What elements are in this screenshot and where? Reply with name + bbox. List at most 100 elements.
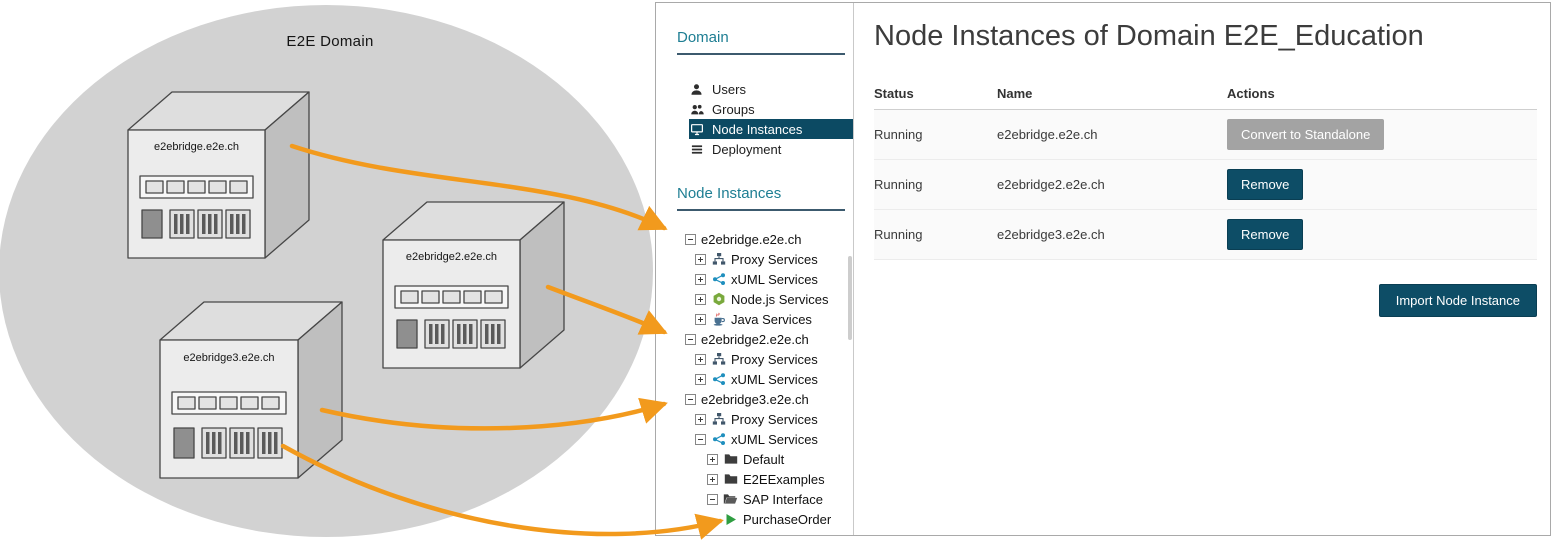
tree-node-label[interactable]: xUML Services [731,431,818,447]
tree-node-label[interactable]: PurchaseOrder [743,511,832,527]
folder-icon [723,452,738,466]
sidebar-item-deployment[interactable]: Deployment [689,139,853,159]
name-cell: e2ebridge2.e2e.ch [997,177,1105,192]
actions-cell: Remove [1227,219,1537,250]
play-icon [723,512,738,526]
tree-node-label[interactable]: SAP Interface [743,491,823,507]
status-cell: Running [874,227,923,242]
sidebar-item-label: Deployment [712,141,782,157]
collapse-toggle-icon[interactable] [695,433,706,445]
tree-item-nodejs-services[interactable]: Node.js Services [656,289,853,309]
tree-item-xuml-services[interactable]: xUML Services [656,369,853,389]
name-cell: e2ebridge.e2e.ch [997,127,1098,142]
actions-cell: Remove [1227,169,1537,200]
expand-toggle-icon[interactable] [695,313,706,325]
server-box-2 [382,201,565,369]
tree-node-e2ebridge[interactable]: e2ebridge.e2e.ch [656,229,853,249]
tree-node-label[interactable]: Node.js Services [731,291,829,307]
page-title: Node Instances of Domain E2E_Education [874,20,1424,52]
tree-item-proxy-services[interactable]: Proxy Services [656,349,853,369]
column-header-name: Name [997,85,1033,101]
xuml-services-icon [711,432,726,446]
sidebar-item-label: Node Instances [712,121,803,137]
status-cell: Running [874,127,923,142]
table-row: Running e2ebridge3.e2e.ch Remove [874,210,1537,260]
tree-node-e2ebridge2[interactable]: e2ebridge2.e2e.ch [656,329,853,349]
collapse-toggle-icon[interactable] [685,233,696,245]
tree-folder-e2eexamples[interactable]: E2EExamples [656,469,853,489]
server-box-3 [159,301,343,479]
expand-toggle-icon[interactable] [707,473,718,485]
nodejs-services-icon [711,292,726,306]
node-instances-tree: e2ebridge.e2e.ch Proxy Services xUML Ser… [656,229,853,529]
remove-button[interactable]: Remove [1227,219,1304,250]
domain-diagram-title: E2E Domain [286,33,374,50]
tree-folder-default[interactable]: Default [656,449,853,469]
tree-item-java-services[interactable]: Java Services [656,309,853,329]
expand-toggle-icon[interactable] [695,353,706,365]
import-button-row: Import Node Instance [855,284,1537,317]
tree-node-label[interactable]: Proxy Services [731,351,818,367]
import-node-instance-button[interactable]: Import Node Instance [1378,284,1537,317]
tree-item-xuml-services[interactable]: xUML Services [656,269,853,289]
server-box-1 [127,91,310,259]
convert-to-standalone-button[interactable]: Convert to Standalone [1227,119,1385,150]
domain-section-heading: Domain [677,29,845,55]
tree-node-label[interactable]: Default [743,451,785,467]
expand-toggle-icon[interactable] [695,293,706,305]
bridge-console-panel: Domain Users Groups [655,2,1551,536]
sidebar: Domain Users Groups [656,3,854,535]
tree-node-label[interactable]: Java Services [731,311,812,327]
node-instances-section-heading: Node Instances [677,185,845,211]
tree-node-label[interactable]: e2ebridge3.e2e.ch [701,391,809,407]
xuml-services-icon [711,372,726,386]
tree-folder-sap-interface[interactable]: SAP Interface [656,489,853,509]
collapse-toggle-icon[interactable] [685,393,696,405]
domain-menu: Users Groups Node Instances [656,79,853,159]
tree-node-label[interactable]: xUML Services [731,271,818,287]
monitor-icon [689,122,704,136]
xuml-services-icon [711,272,726,286]
column-header-actions: Actions [1227,85,1275,101]
tree-node-label[interactable]: Proxy Services [731,411,818,427]
main-content: Node Instances of Domain E2E_Education S… [855,3,1550,535]
layers-icon [689,142,704,156]
java-services-icon [711,312,726,326]
sidebar-scrollbar-thumb[interactable] [848,256,852,340]
users-group-icon [689,102,704,116]
sidebar-item-groups[interactable]: Groups [689,99,853,119]
tree-item-xuml-services-expanded[interactable]: xUML Services [656,429,853,449]
expand-toggle-icon[interactable] [695,253,706,265]
server-box-1-label: e2ebridge.e2e.ch [153,141,239,153]
tree-item-proxy-services[interactable]: Proxy Services [656,409,853,429]
sidebar-item-node-instances[interactable]: Node Instances [689,119,853,139]
node-instances-table: Status Name Actions Running e2ebridge.e2… [874,77,1537,260]
sidebar-item-users[interactable]: Users [689,79,853,99]
tree-item-proxy-services[interactable]: Proxy Services [656,249,853,269]
actions-cell: Convert to Standalone [1227,119,1537,150]
expand-toggle-icon[interactable] [695,413,706,425]
expand-toggle-icon[interactable] [695,273,706,285]
proxy-services-icon [711,252,726,266]
tree-node-e2ebridge3[interactable]: e2ebridge3.e2e.ch [656,389,853,409]
tree-node-label[interactable]: e2ebridge2.e2e.ch [701,331,809,347]
tree-node-label[interactable]: Proxy Services [731,251,818,267]
status-cell: Running [874,177,923,192]
sidebar-item-label: Users [712,81,746,97]
tree-node-label[interactable]: e2ebridge.e2e.ch [701,231,802,247]
collapse-toggle-icon[interactable] [685,333,696,345]
server-box-2-label: e2ebridge2.e2e.ch [405,251,498,263]
expand-toggle-icon[interactable] [695,373,706,385]
collapse-toggle-icon[interactable] [707,493,718,505]
proxy-services-icon [711,412,726,426]
remove-button[interactable]: Remove [1227,169,1304,200]
tree-node-label[interactable]: xUML Services [731,371,818,387]
table-row: Running e2ebridge2.e2e.ch Remove [874,160,1537,210]
folder-icon [723,472,738,486]
expand-toggle-icon[interactable] [707,453,718,465]
name-cell: e2ebridge3.e2e.ch [997,227,1105,242]
tree-node-label[interactable]: E2EExamples [743,471,825,487]
tree-service-purchaseorder[interactable]: PurchaseOrder [656,509,853,529]
table-row: Running e2ebridge.e2e.ch Convert to Stan… [874,110,1537,160]
